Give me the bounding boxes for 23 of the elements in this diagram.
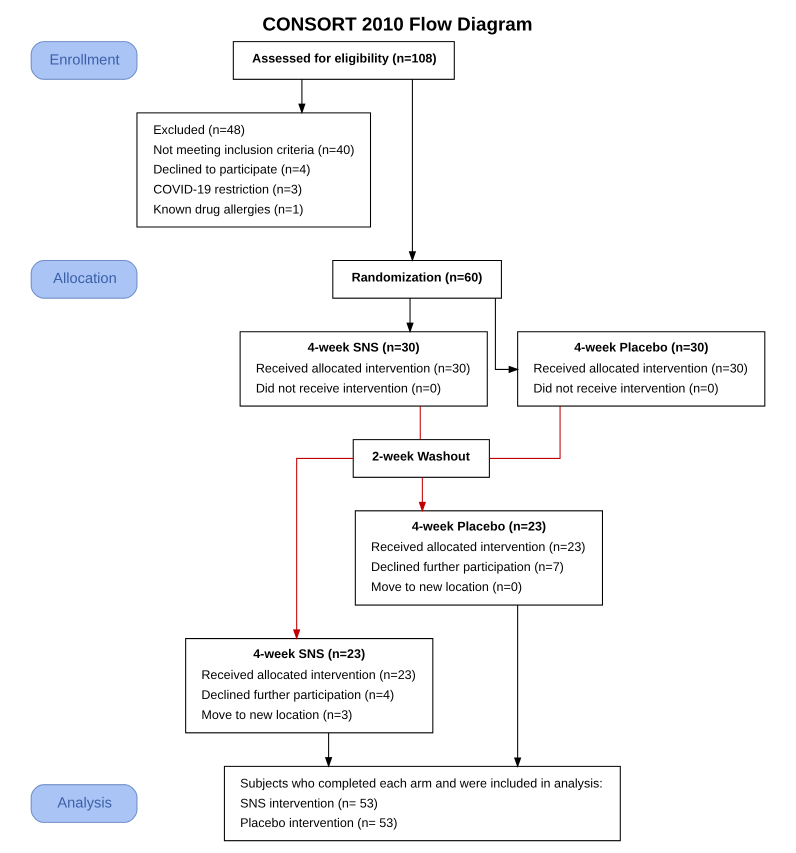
arrow	[408, 80, 416, 262]
node-box: 4-week Placebo (n=30) Received allocated intervention (n=30) Did not receive intervention (n=0)	[517, 331, 766, 407]
node-box: 2-week Washout	[352, 439, 490, 478]
node-box: 4-week SNS (n=30) Received allocated intervention (n=30) Did not receive intervention (n=0)	[240, 331, 488, 407]
node-box: Enrollment	[30, 41, 138, 80]
connector	[420, 406, 421, 440]
node-box: Assessed for eligibility (n=108)	[232, 41, 455, 80]
arrow	[293, 458, 354, 640]
arrow	[514, 605, 522, 768]
node-box: Analysis	[30, 784, 138, 823]
diagram-title: CONSORT 2010 Flow Diagram	[262, 14, 533, 35]
node-box: Randomization (n=60)	[332, 260, 502, 299]
node-box: Excluded (n=48) Not meeting inclusion criteria (n=40) Declined to participate (n=4) COVID-19 restriction (n=3) Known drug allergies (n=1)	[136, 112, 372, 228]
arrow	[298, 80, 306, 114]
node-box: Subjects who completed each arm and were included in analysis: SNS intervention (n= 53) Placebo intervention (n= 53)	[224, 766, 621, 842]
node-box: 4-week Placebo (n=23) Received allocated intervention (n=23) Declined further participation (n=7) Move to new location (n=0)	[354, 510, 603, 606]
node-box: Allocation	[30, 260, 138, 299]
arrow	[494, 298, 520, 374]
arrow	[418, 478, 426, 512]
arrow	[324, 732, 332, 768]
node-box: 4-week SNS (n=23) Received allocated intervention (n=23) Declined further participation (n=4) Move to new location (n=3)	[185, 638, 434, 734]
connector	[489, 406, 561, 459]
arrow	[406, 298, 414, 334]
